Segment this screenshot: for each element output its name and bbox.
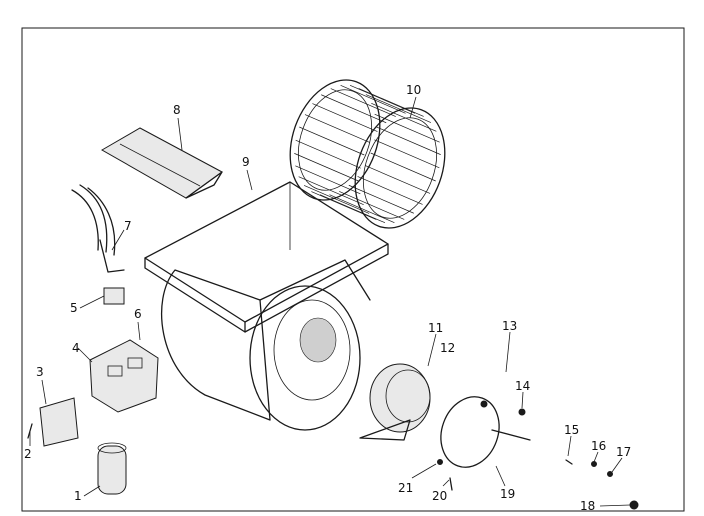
wheel-slat <box>374 113 440 143</box>
wheel-slat <box>375 126 441 155</box>
wheel-slat <box>330 88 396 117</box>
part-8-panel <box>100 127 223 199</box>
callout-4: 4 <box>72 341 80 355</box>
part-7-wiring <box>71 184 125 273</box>
callout-15: 15 <box>564 423 579 437</box>
wheel-slat <box>311 191 377 220</box>
hardware-bits <box>437 408 639 510</box>
callout-17: 17 <box>616 445 631 459</box>
callout-12: 12 <box>440 341 455 355</box>
wheel-slat <box>295 139 361 169</box>
callout-13: 13 <box>502 319 517 333</box>
wheel-slat <box>364 165 431 194</box>
callout-18: 18 <box>580 499 595 513</box>
wheel-slat <box>349 84 416 114</box>
wheel-slat <box>340 84 406 114</box>
diagram-border <box>21 27 685 512</box>
wheel-slat <box>370 152 436 182</box>
wheel-slat <box>299 126 365 156</box>
wheel-slats <box>294 84 441 224</box>
wheel-slat <box>303 185 370 214</box>
blower-housing <box>161 259 371 431</box>
leader-lines <box>29 96 631 507</box>
wheel-slat <box>319 194 386 224</box>
callout-10: 10 <box>406 83 421 97</box>
callout-19: 19 <box>500 487 515 501</box>
wheel-slat <box>374 139 440 169</box>
part-2-clip <box>27 423 33 439</box>
wheel-slat <box>329 194 395 224</box>
callout-21: 21 <box>398 481 413 495</box>
callout-labels: 1 2 3 4 5 6 7 8 9 10 11 12 13 14 15 16 1… <box>24 83 631 513</box>
wheel-slat <box>348 184 414 214</box>
wheel-slat <box>294 153 360 182</box>
wheel-slat <box>365 94 432 123</box>
callout-6: 6 <box>134 307 142 321</box>
part-1-capacitor <box>97 442 127 495</box>
part-19-motor-mount <box>440 396 531 468</box>
part-5-connector <box>103 287 125 305</box>
callout-16: 16 <box>591 439 606 453</box>
callout-11: 11 <box>428 321 443 335</box>
wheel-slat <box>298 176 364 206</box>
part-9-bracket <box>144 181 389 333</box>
part-3-plate <box>39 397 79 447</box>
part-4-control-box <box>89 339 159 413</box>
callout-2: 2 <box>24 447 32 461</box>
wheel-slat <box>295 165 361 195</box>
callout-9: 9 <box>242 155 250 169</box>
callout-7: 7 <box>124 219 132 233</box>
wheel-slat <box>312 103 378 132</box>
wheel-slat <box>321 94 387 124</box>
wheel-slat <box>357 176 423 205</box>
wheel-slat <box>371 102 437 132</box>
wheel-slat <box>358 88 424 117</box>
wheel-slat <box>339 191 405 220</box>
callout-8: 8 <box>173 103 181 117</box>
callout-5: 5 <box>70 301 78 315</box>
callout-3: 3 <box>36 365 44 379</box>
part-10-blower-wheel <box>289 79 446 229</box>
wheel-slat <box>304 114 371 143</box>
callout-20: 20 <box>432 489 447 503</box>
callout-14: 14 <box>515 379 530 393</box>
callout-1: 1 <box>74 489 82 503</box>
part-11-motor <box>359 363 431 441</box>
